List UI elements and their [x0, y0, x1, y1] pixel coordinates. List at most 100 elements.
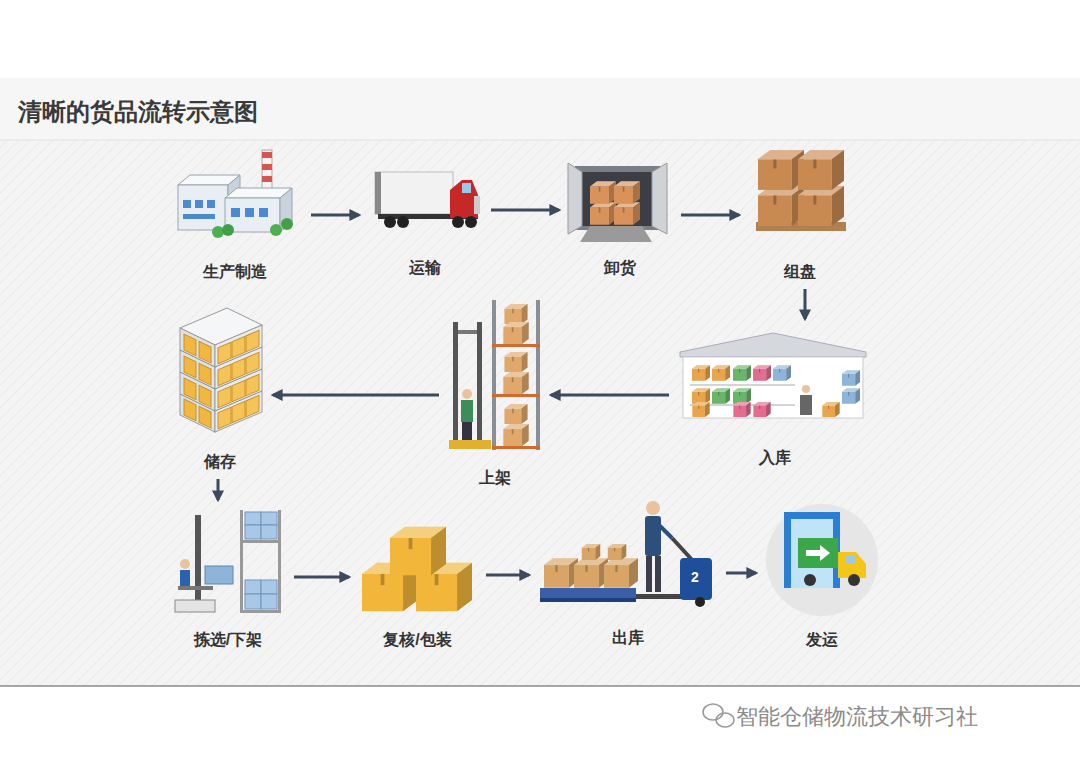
order-picker-icon-part-part — [245, 594, 261, 609]
order-picker-icon-part — [245, 512, 277, 609]
storage-rack-icon-part-part-part — [215, 391, 262, 411]
step-label: 运输 — [409, 258, 441, 278]
warehouse-icon-part-part — [733, 388, 751, 404]
order-picker-icon-part — [180, 559, 190, 569]
warehouse-icon-part-part — [842, 388, 860, 404]
warehouse-icon-part — [692, 365, 730, 404]
warehouse-icon-part — [800, 395, 812, 415]
step-label: 生产制造 — [203, 262, 267, 282]
warehouse-icon-part-part — [690, 385, 795, 386]
order-picker-icon-part-part — [261, 594, 277, 609]
order-picker-icon-part — [240, 540, 281, 543]
order-picker-icon-part-part — [245, 580, 261, 594]
flow-arrow — [273, 394, 439, 397]
truck-icon-part — [450, 180, 478, 218]
step-label: 储存 — [204, 452, 236, 472]
reach-truck-icon-part — [477, 322, 482, 447]
step-label: 组盘 — [784, 262, 816, 282]
warehouse-icon-part-part — [712, 365, 730, 381]
order-picker-icon-part — [175, 600, 215, 612]
step-label: 入库 — [759, 448, 791, 468]
reach-truck-icon-part — [462, 422, 472, 440]
warehouse-icon-part-part — [773, 365, 791, 381]
warehouse-icon-part — [733, 365, 771, 417]
storage-rack-icon-part-part — [215, 325, 262, 432]
storage-rack-icon-part-part-part — [246, 395, 259, 417]
storage-rack-icon-part-part-part — [232, 336, 245, 358]
warehouse-icon-part-part — [753, 365, 771, 381]
reach-truck-icon-part-part — [503, 372, 528, 394]
pallet-jack-icon — [540, 501, 712, 607]
pallet-jack-icon-part-part — [604, 558, 638, 587]
flow-arrow — [311, 214, 359, 217]
shipping-icon-part — [846, 556, 856, 564]
unloading-icon-part-part — [590, 181, 616, 204]
storage-rack-icon-part-part — [180, 350, 215, 411]
pallet-jack-icon-part — [646, 556, 652, 592]
unloading-icon-part — [575, 166, 660, 230]
order-picker-icon — [175, 510, 281, 613]
unloading-icon-part — [580, 226, 652, 242]
factory-icon-part — [183, 200, 191, 208]
wechat-icon-part — [716, 713, 734, 727]
process-step: 拣选/下架 — [168, 506, 288, 651]
warehouse-icon-part-part — [712, 388, 730, 404]
step-label: 复核/包装 — [383, 630, 451, 650]
pallet-icon-part-part — [758, 186, 804, 226]
boxes-icon-part — [390, 527, 446, 576]
order-picker-icon-part — [178, 586, 213, 590]
truck-icon-part — [375, 172, 453, 214]
background — [0, 78, 1080, 686]
unloading-icon-part-part — [590, 202, 616, 225]
reach-truck-icon-part-part — [503, 424, 528, 446]
unloading-icon-part-part — [614, 181, 640, 204]
wechat-icon-part — [703, 704, 723, 720]
process-step: 入库 — [675, 325, 875, 469]
shipping-icon-part — [784, 512, 840, 588]
factory-icon-part — [280, 188, 292, 232]
step-label: 发运 — [806, 630, 838, 650]
factory-icon-part — [259, 208, 268, 217]
storage-rack-icon-part — [215, 325, 262, 432]
truck-icon — [375, 172, 480, 228]
factory-icon-part — [195, 200, 203, 208]
factory-icon-part — [262, 152, 272, 158]
warehouse-icon-part-part — [842, 370, 860, 386]
factory-icon-part — [262, 164, 272, 170]
storage-rack-icon-part-part — [215, 347, 262, 411]
reach-truck-icon-part — [458, 330, 477, 334]
order-picker-icon-part-part — [261, 525, 277, 539]
background-part — [0, 685, 1080, 686]
storage-rack-icon-part-part-part — [180, 350, 215, 367]
unloading-icon-part — [590, 181, 640, 225]
reach-truck-icon-part — [453, 322, 458, 447]
pallet-jack-icon-part — [695, 597, 705, 607]
factory-icon-part — [207, 200, 215, 208]
storage-rack-icon-part-part-part — [246, 352, 259, 374]
storage-rack-icon-part-part-part — [199, 406, 211, 428]
unloading-icon-part — [652, 163, 667, 234]
storage-rack-icon-part-part — [180, 328, 215, 432]
pallet-icon-part-part — [798, 150, 844, 190]
factory-icon-part — [231, 208, 240, 217]
diagram-title: 清晰的货品流转示意图 — [18, 96, 258, 128]
truck-icon-part — [465, 216, 477, 228]
warehouse-icon-part — [683, 357, 863, 418]
storage-rack-icon-part-part-part — [180, 372, 215, 389]
storage-rack-icon-part-part-part — [184, 399, 196, 421]
storage-rack-icon-part-part-part — [218, 342, 231, 364]
step-label: 出库 — [612, 628, 644, 648]
warehouse-icon-part-part — [692, 365, 710, 381]
pallet-jack-icon-part-part — [582, 544, 600, 560]
flow-arrow — [491, 209, 559, 212]
warehouse-icon-part — [802, 385, 810, 393]
storage-rack-icon — [180, 308, 262, 432]
storage-rack-icon-part-part-part — [180, 394, 215, 411]
process-step: 上架 — [445, 298, 545, 489]
background-part — [0, 140, 1080, 141]
wechat-icon — [703, 704, 734, 727]
truck-icon-part — [397, 216, 409, 228]
pallet-jack-icon-part — [645, 516, 661, 556]
shipping-icon — [766, 504, 878, 616]
